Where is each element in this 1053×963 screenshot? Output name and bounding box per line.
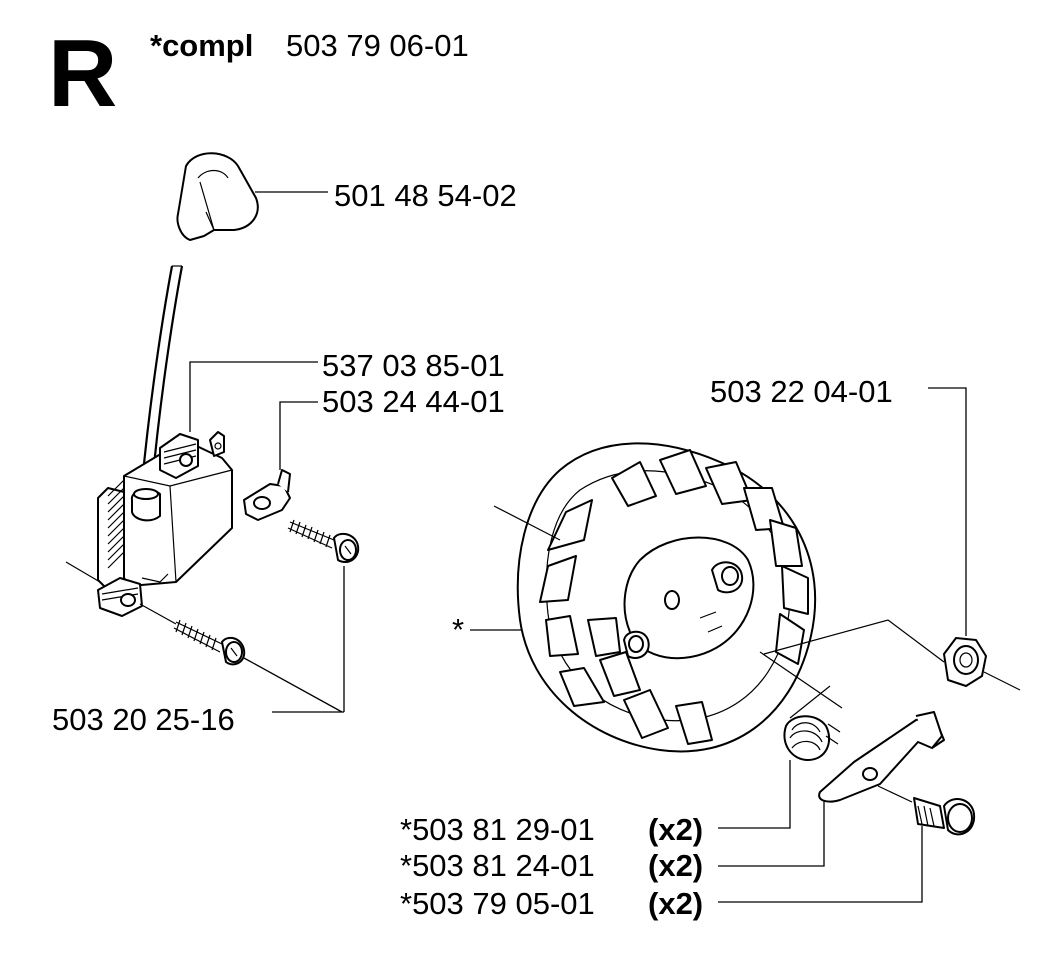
label-pawl-pin-number[interactable]: *503 79 05-01 (400, 886, 595, 921)
label-spark-plug-cap[interactable]: 501 48 54-02 (334, 178, 517, 213)
label-spring-qty: (x2) (648, 812, 703, 847)
spark-plug-cap-drawing[interactable] (176, 152, 259, 241)
label-pawl-qty: (x2) (648, 848, 703, 883)
flywheel-nut-drawing[interactable] (943, 637, 987, 687)
leader-cable-terminal (279, 401, 318, 470)
label-pawl-pin-qty: (x2) (648, 886, 703, 921)
leader-pawl (718, 800, 825, 867)
leader-flywheel-nut (928, 387, 967, 636)
label-cable-terminal[interactable]: 503 24 44-01 (322, 384, 505, 419)
centerline-module-left (65, 561, 101, 583)
pawl-pin-drawing[interactable] (877, 785, 976, 836)
ignition-cable-drawing (140, 265, 184, 487)
screw-upper-drawing[interactable] (287, 519, 360, 564)
spring-drawing[interactable] (783, 685, 841, 761)
centerline-flywheel-left (493, 505, 561, 541)
leader-ignition-module (189, 361, 318, 432)
centerline-flywheel-right (983, 671, 1021, 691)
leader-screw-lower (243, 657, 343, 713)
screw-lower-drawing[interactable] (173, 619, 246, 666)
cable-terminal-drawing[interactable] (243, 469, 291, 521)
label-screws[interactable]: 503 20 25-16 (52, 702, 235, 737)
compl-part-number: 503 79 06-01 (286, 28, 469, 63)
centerline-flywheel-nut (763, 619, 945, 663)
flywheel-drawing[interactable] (516, 442, 817, 753)
label-pawl-number[interactable]: *503 81 24-01 (400, 848, 595, 883)
centerline-flywheel-lower (759, 651, 843, 709)
pawl-drawing[interactable] (818, 711, 945, 803)
leader-pawl-pin (718, 826, 923, 903)
section-letter: R (48, 20, 117, 127)
label-ignition-module[interactable]: 537 03 85-01 (322, 348, 505, 383)
leader-spring (718, 760, 791, 829)
label-spring-number[interactable]: *503 81 29-01 (400, 812, 595, 847)
centerline-module-lower (139, 603, 177, 625)
label-flywheel-asterisk[interactable]: * (452, 612, 464, 647)
compl-prefix: *compl (150, 28, 253, 63)
ignition-module-drawing[interactable] (97, 431, 233, 617)
label-flywheel-nut[interactable]: 503 22 04-01 (710, 374, 893, 409)
